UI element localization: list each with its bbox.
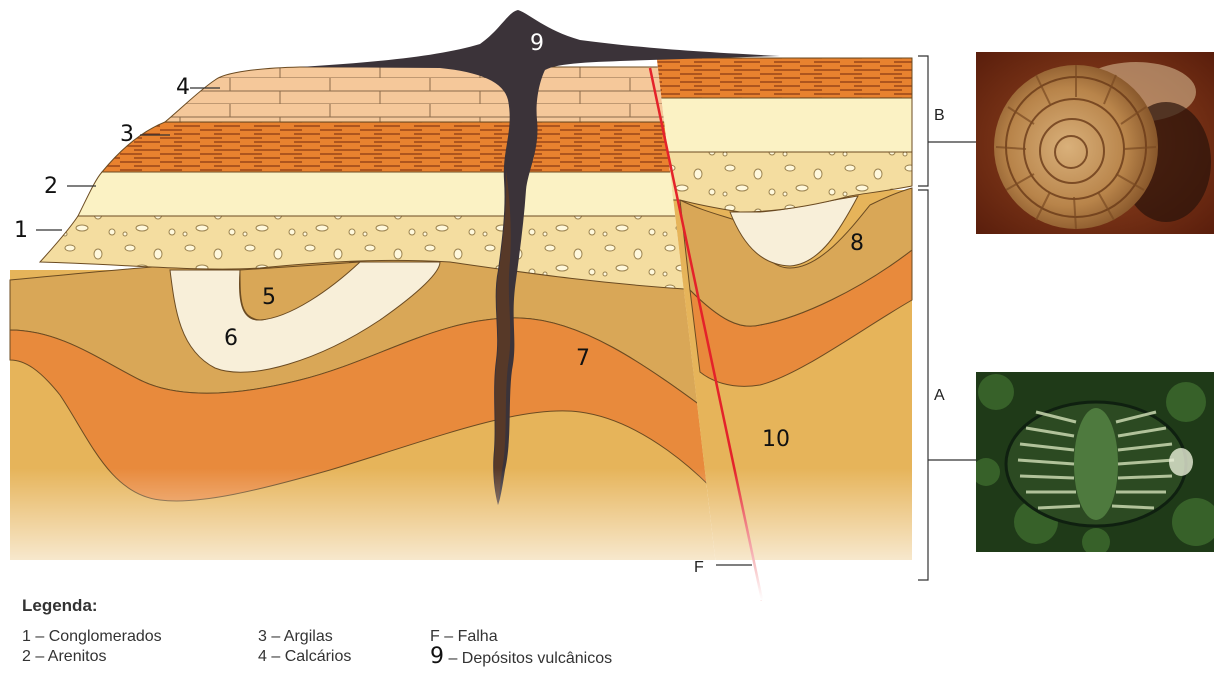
bottom-fade: [0, 0, 920, 600]
trilobite-icon: [976, 372, 1214, 552]
label-a: A: [934, 387, 945, 404]
label-fault: F: [694, 559, 704, 576]
label-6: 6: [224, 326, 238, 351]
label-1: 1: [14, 218, 28, 243]
label-4: 4: [176, 75, 190, 100]
legend-title: Legenda:: [22, 596, 98, 616]
legend: Legenda: 1 – Conglomerados 2 – Arenitos …: [22, 596, 722, 674]
label-7: 7: [576, 346, 590, 371]
label-8: 8: [850, 231, 864, 256]
label-2: 2: [44, 174, 58, 199]
label-3: 3: [120, 122, 134, 147]
age-brackets: [918, 56, 976, 580]
legend-item-depositos-vulcanicos: 9 – Depósitos vulcânicos: [430, 644, 612, 669]
trilobite-fossil-image: [976, 372, 1214, 552]
label-10: 10: [762, 427, 790, 452]
legend-item-conglomerados: 1 – Conglomerados: [22, 628, 162, 646]
label-b: B: [934, 107, 945, 124]
legend-number-9: 9: [430, 644, 444, 669]
label-9: 9: [530, 31, 544, 56]
legend-text-vulcanicos: – Depósitos vulcânicos: [444, 650, 612, 667]
legend-item-calcarios: 4 – Calcários: [258, 648, 351, 666]
ammonite-fossil-image: [976, 52, 1214, 234]
legend-item-arenitos: 2 – Arenitos: [22, 648, 107, 666]
label-5: 5: [262, 285, 276, 310]
legend-item-argilas: 3 – Argilas: [258, 628, 333, 646]
ammonite-icon: [976, 52, 1214, 234]
